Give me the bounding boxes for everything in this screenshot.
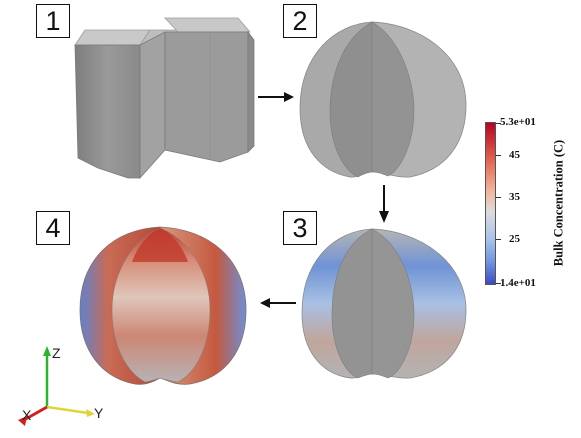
colorbar-tick: [496, 197, 501, 198]
shape-3-blue-band-bulb: [301, 228, 467, 379]
axis-triad: [18, 346, 95, 426]
arrow-left-icon: [260, 298, 296, 308]
step-label-1: 1: [36, 4, 70, 38]
y-axis-arrowhead: [86, 409, 95, 417]
colorbar-min-label: 1.4e+01: [500, 277, 536, 289]
arrow-down-icon: [379, 185, 389, 223]
colorbar-max-label: 5.3e+01: [500, 116, 536, 128]
x-axis-label: X: [22, 407, 32, 423]
step-label-3: 3: [283, 211, 317, 245]
arrow-right-icon: [258, 92, 294, 102]
colorbar-tick: [496, 123, 501, 124]
colorbar-title: Bulk Concentration (C): [551, 139, 566, 267]
x-axis-arrowhead: [18, 416, 27, 426]
colorbar-tick: [496, 283, 501, 284]
step-label-4: 4: [36, 211, 70, 245]
z-axis-label: Z: [52, 345, 61, 361]
shape-2-grey-bulb: [299, 21, 467, 178]
colorbar-tick-label: 45: [509, 149, 520, 161]
step-label-2: 2: [283, 4, 317, 38]
z-axis-arrowhead: [43, 346, 51, 356]
colorbar-tick-label: 25: [509, 233, 520, 245]
y-axis-line: [46, 405, 89, 415]
colorbar: [485, 122, 496, 285]
colorbar-tick: [496, 155, 501, 156]
shape-4-concentration-bulb: [79, 226, 247, 385]
y-axis-label: Y: [94, 405, 104, 421]
x-axis-line: [23, 405, 48, 422]
colorbar-tick-label: 35: [509, 191, 520, 203]
colorbar-tick: [496, 239, 501, 240]
shape-1-notched-block: [74, 17, 255, 180]
